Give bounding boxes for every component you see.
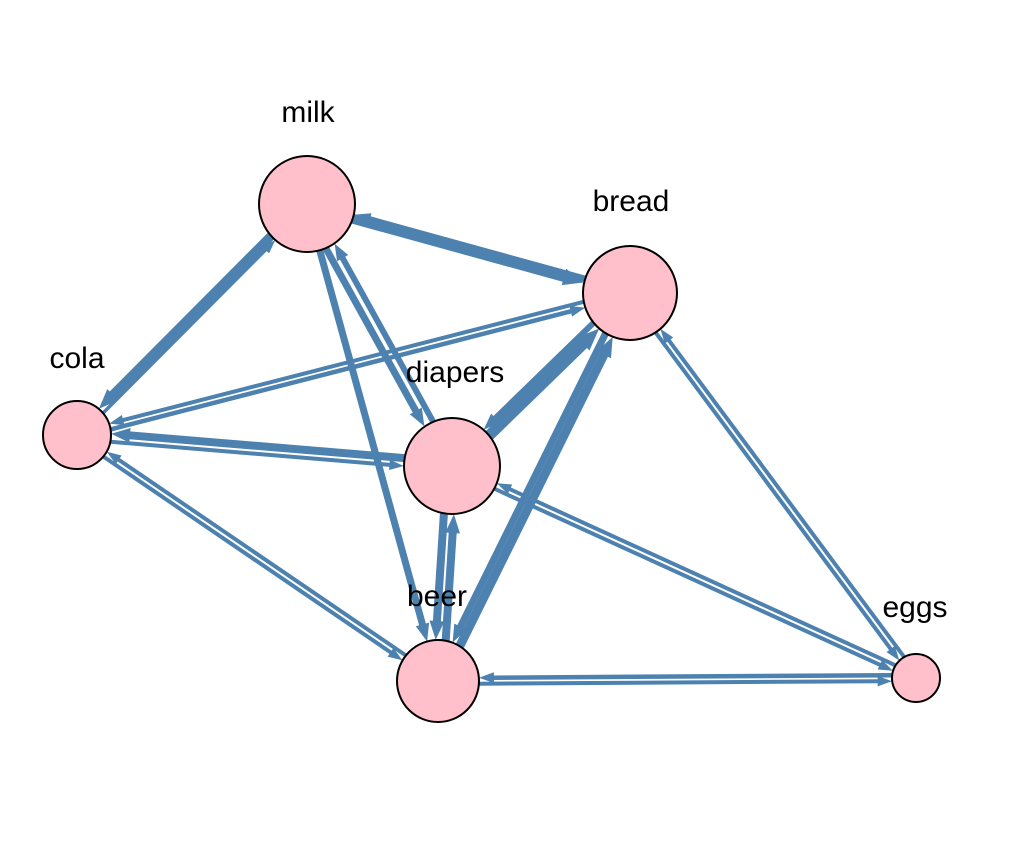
edge-bread-cola xyxy=(120,299,585,423)
arrowhead-eggs-bread xyxy=(660,328,674,344)
edge-diapers-beer xyxy=(432,513,448,624)
arrowhead-diapers-cola xyxy=(111,428,131,443)
labels-layer: milk bread cola diapers beer eggs xyxy=(49,96,947,624)
node-label-beer: beer xyxy=(407,580,467,613)
arrowhead-cola-milk xyxy=(262,240,276,254)
arrowhead-beer-eggs xyxy=(877,676,892,687)
edge-eggs-bread xyxy=(666,337,906,659)
arrowhead-diapers-bread xyxy=(576,328,600,351)
edge-cola-beer xyxy=(102,454,394,656)
node-label-diapers: diapers xyxy=(406,356,504,389)
arrowhead-diapers-milk xyxy=(334,243,349,262)
arrowhead-bread-cola xyxy=(109,415,125,426)
arrowhead-diapers-beer xyxy=(429,620,445,640)
edge-milk-bread xyxy=(351,213,568,283)
edge-beer-eggs xyxy=(478,679,880,686)
edge-milk-cola xyxy=(108,232,275,400)
edge-milk-diapers xyxy=(322,246,420,415)
node-beer xyxy=(396,639,480,723)
arrowhead-bread-eggs xyxy=(886,645,900,661)
arrowhead-beer-cola xyxy=(106,451,122,465)
arrowhead-eggs-beer xyxy=(479,672,494,684)
node-cola xyxy=(42,400,112,470)
arrowhead-milk-beer xyxy=(415,622,430,642)
edge-beer-cola xyxy=(115,456,407,658)
edge-milk-beer xyxy=(316,249,427,628)
arrowhead-cola-beer xyxy=(387,648,403,661)
edge-bread-milk xyxy=(367,215,586,282)
arrowhead-cola-diapers xyxy=(389,459,404,470)
edge-cola-milk xyxy=(101,247,269,415)
node-eggs xyxy=(891,653,941,703)
arrowhead-bread-beer xyxy=(452,623,467,643)
edge-diapers-eggs xyxy=(493,486,883,668)
arrowhead-beer-diapers xyxy=(445,514,460,534)
node-label-milk: milk xyxy=(281,96,335,129)
arrowhead-milk-diapers xyxy=(409,407,425,427)
edge-diapers-bread xyxy=(485,338,589,440)
edge-diapers-cola xyxy=(127,431,405,463)
edge-eggs-beer xyxy=(491,672,893,680)
edges-layer xyxy=(98,213,906,687)
node-label-bread: bread xyxy=(593,185,670,218)
arrowhead-cola-bread xyxy=(569,306,586,317)
arrowhead-beer-bread xyxy=(596,336,613,359)
edge-beer-diapers xyxy=(441,530,457,641)
node-bread xyxy=(582,245,678,341)
arrowhead-bread-milk xyxy=(353,213,372,226)
nodes-layer xyxy=(42,155,941,723)
arrowhead-bread-diapers xyxy=(483,413,500,430)
edge-cola-bread xyxy=(110,308,574,432)
node-milk xyxy=(258,155,356,253)
node-label-cola: cola xyxy=(49,342,104,375)
node-diapers xyxy=(403,417,501,515)
arrowhead-milk-cola xyxy=(98,389,119,409)
edge-eggs-diapers xyxy=(507,486,897,668)
edge-bread-eggs xyxy=(653,331,894,652)
edge-bread-diapers xyxy=(492,320,596,422)
edge-bread-beer xyxy=(456,331,609,630)
edge-diapers-milk xyxy=(339,254,436,424)
node-label-eggs: eggs xyxy=(882,591,947,624)
arrowhead-eggs-diapers xyxy=(496,483,513,494)
edge-cola-diapers xyxy=(110,439,392,467)
arrowhead-diapers-eggs xyxy=(877,660,893,671)
